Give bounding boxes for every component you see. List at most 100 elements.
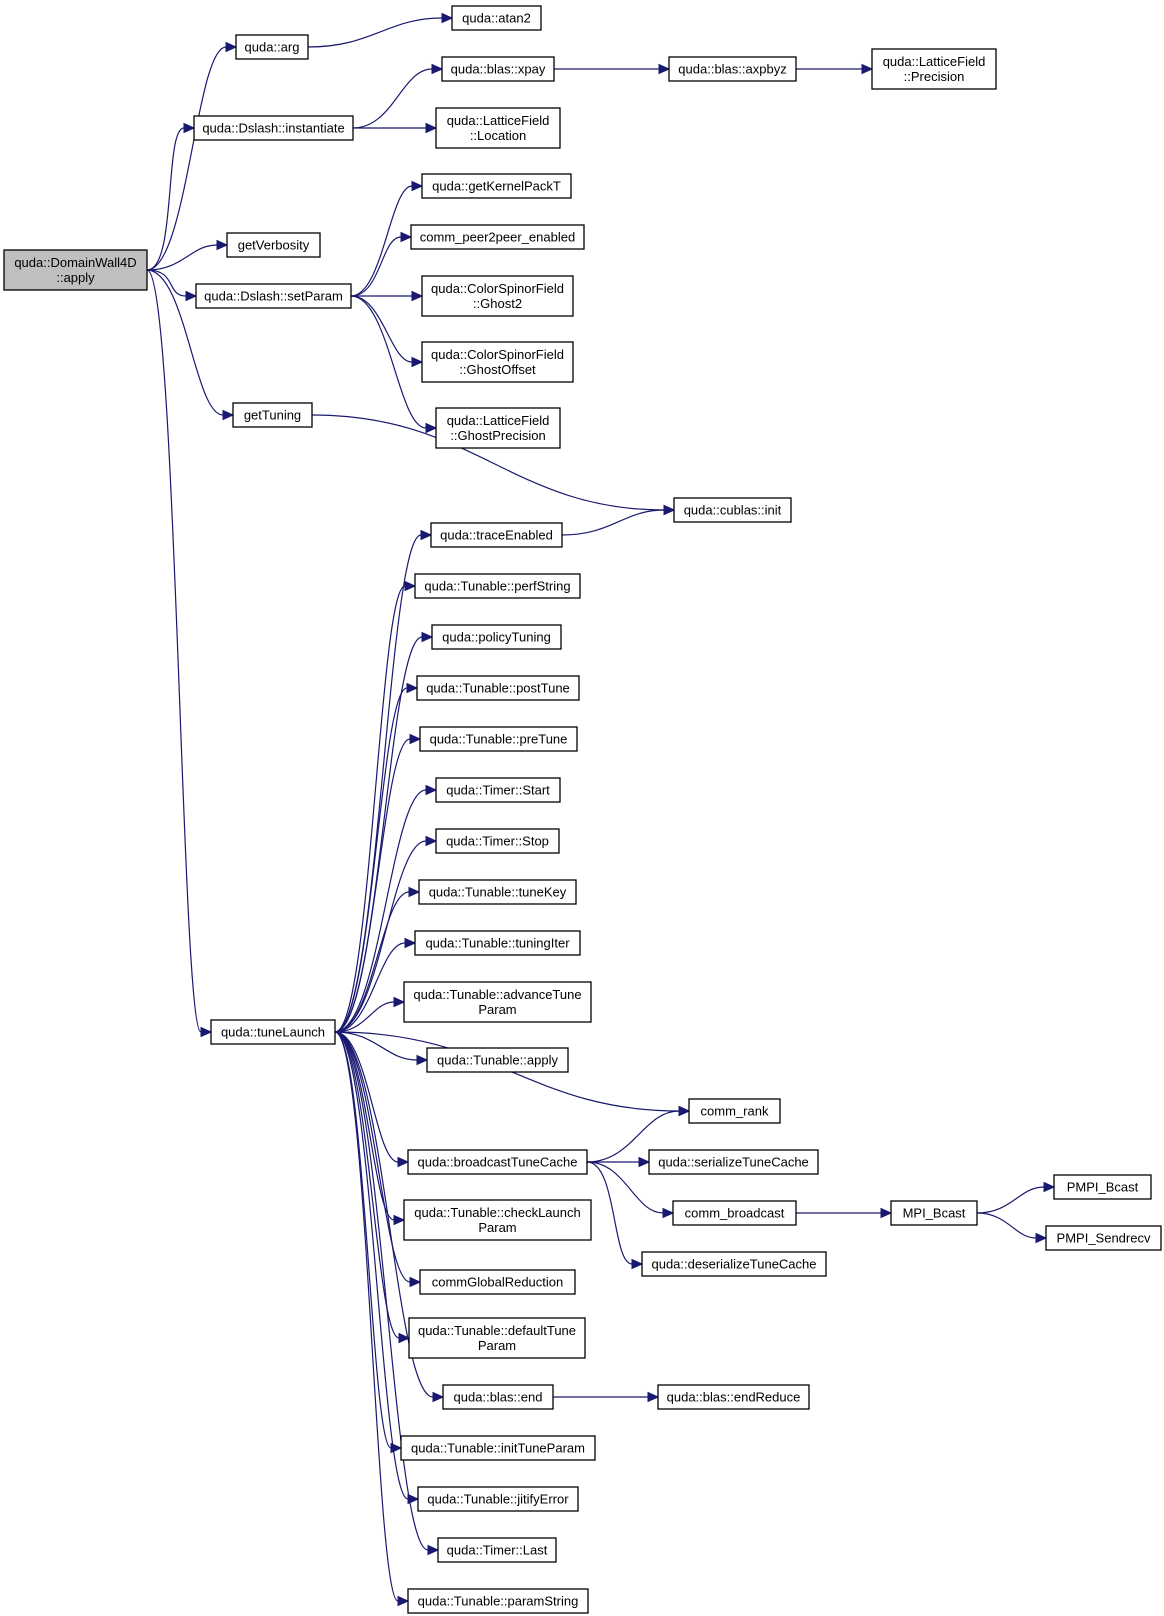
- node-box: [441, 56, 555, 82]
- node-axpbyz[interactable]: quda::blas::axpbyz: [668, 56, 797, 82]
- node-endReduce[interactable]: quda::blas::endReduce: [657, 1384, 810, 1410]
- node-setParam[interactable]: quda::Dslash::setParam: [195, 283, 352, 309]
- node-postTune[interactable]: quda::Tunable::postTune: [416, 675, 580, 701]
- node-box: [421, 173, 572, 199]
- edge-setParam-to-getKernelPackT: [350, 180, 424, 297]
- node-pmpiSendrecv[interactable]: PMPI_Sendrecv: [1045, 1225, 1162, 1251]
- edge-tuneLaunch-to-advanceTuneParam: [334, 996, 406, 1033]
- node-initTuneParam[interactable]: quda::Tunable::initTuneParam: [400, 1435, 596, 1461]
- node-tunableApply[interactable]: quda::Tunable::apply: [426, 1047, 569, 1073]
- node-getTuning[interactable]: getTuning: [232, 402, 313, 428]
- node-instantiate[interactable]: quda::Dslash::instantiate: [193, 115, 354, 141]
- edge-xpay-to-axpbyz: [554, 63, 671, 75]
- node-paramString[interactable]: quda::Tunable::paramString: [407, 1588, 589, 1614]
- edge-root-to-getTuning: [146, 269, 235, 421]
- edge-arg-to-atan2: [307, 12, 454, 48]
- edge-line: [334, 891, 410, 1033]
- node-root[interactable]: quda::DomainWall4D::apply: [3, 249, 148, 291]
- edge-axpbyz-to-precision: [796, 63, 874, 75]
- arrowhead: [409, 733, 422, 745]
- node-timerStart[interactable]: quda::Timer::Start: [435, 777, 561, 803]
- arrowhead: [425, 422, 438, 434]
- node-tuneKey[interactable]: quda::Tunable::tuneKey: [418, 879, 577, 905]
- node-box: [419, 1269, 576, 1295]
- node-box: [673, 497, 792, 523]
- edge-root-to-instantiate: [146, 122, 196, 271]
- node-p2p[interactable]: comm_peer2peer_enabled: [410, 224, 585, 250]
- node-traceEnabled[interactable]: quda::traceEnabled: [430, 522, 563, 548]
- node-timerStop[interactable]: quda::Timer::Stop: [435, 828, 560, 854]
- node-box: [648, 1149, 819, 1175]
- node-label: Param: [478, 1220, 516, 1235]
- node-label: quda::blas::axpbyz: [678, 62, 786, 77]
- node-label: ::Location: [470, 128, 526, 143]
- node-ghostOffset[interactable]: quda::ColorSpinorField::GhostOffset: [421, 341, 574, 383]
- node-ghost2[interactable]: quda::ColorSpinorField::Ghost2: [421, 275, 574, 317]
- node-label: quda::Dslash::setParam: [204, 289, 343, 304]
- node-getVerbosity[interactable]: getVerbosity: [226, 232, 321, 258]
- node-broadcastTuneCache[interactable]: quda::broadcastTuneCache: [407, 1149, 588, 1175]
- node-location[interactable]: quda::LatticeField::Location: [435, 107, 561, 149]
- edge-line: [334, 1031, 399, 1602]
- node-commBroadcast[interactable]: comm_broadcast: [672, 1200, 797, 1226]
- arrowhead: [861, 63, 874, 75]
- edge-tuneLaunch-to-tunableApply: [334, 1031, 429, 1066]
- arrowhead: [397, 1595, 410, 1607]
- node-precision[interactable]: quda::LatticeField::Precision: [871, 48, 997, 90]
- node-cublasInit[interactable]: quda::cublas::init: [673, 497, 792, 523]
- node-deserializeTuneCache[interactable]: quda::deserializeTuneCache: [641, 1251, 827, 1277]
- node-tuneLaunch[interactable]: quda::tuneLaunch: [210, 1019, 336, 1045]
- edge-tuneLaunch-to-timerLast: [334, 1031, 440, 1556]
- node-serializeTuneCache[interactable]: quda::serializeTuneCache: [648, 1149, 819, 1175]
- node-getKernelPackT[interactable]: quda::getKernelPackT: [421, 173, 572, 199]
- node-label: ::apply: [56, 270, 95, 285]
- node-box: [657, 1384, 810, 1410]
- node-label: quda::getKernelPackT: [432, 179, 561, 194]
- node-perfString[interactable]: quda::Tunable::perfString: [414, 573, 581, 599]
- node-label: quda::deserializeTuneCache: [651, 1257, 816, 1272]
- node-timerLast[interactable]: quda::Timer::Last: [437, 1537, 557, 1563]
- node-commRank[interactable]: comm_rank: [688, 1098, 781, 1124]
- node-atan2[interactable]: quda::atan2: [451, 5, 542, 31]
- edge-line: [146, 46, 227, 271]
- edge-broadcastTuneCache-to-deserializeTuneCache: [586, 1161, 644, 1270]
- node-box: [421, 275, 574, 317]
- node-jitifyError[interactable]: quda::Tunable::jitifyError: [417, 1486, 579, 1512]
- node-label: quda::Timer::Stop: [446, 834, 549, 849]
- arrowhead: [427, 1544, 440, 1556]
- node-label: quda::LatticeField: [447, 113, 550, 128]
- node-box: [430, 522, 563, 548]
- node-box: [1045, 1225, 1162, 1251]
- edge-tuneLaunch-to-perfString: [334, 580, 417, 1033]
- node-arg[interactable]: quda::arg: [235, 34, 309, 60]
- node-ghostPrecision[interactable]: quda::LatticeField::GhostPrecision: [435, 407, 561, 449]
- arrowhead: [431, 63, 444, 75]
- node-box: [672, 1200, 797, 1226]
- node-mpiBcast[interactable]: MPI_Bcast: [890, 1200, 978, 1226]
- arrowhead: [662, 1207, 675, 1219]
- arrowhead: [200, 1026, 213, 1038]
- node-commGlobalReduction[interactable]: commGlobalReduction: [419, 1269, 576, 1295]
- node-box: [431, 624, 562, 650]
- node-preTune[interactable]: quda::Tunable::preTune: [419, 726, 578, 752]
- node-policyTuning[interactable]: quda::policyTuning: [431, 624, 562, 650]
- node-box: [419, 726, 578, 752]
- node-xpay[interactable]: quda::blas::xpay: [441, 56, 555, 82]
- node-label: quda::Tunable::defaultTune: [418, 1323, 576, 1338]
- edge-line: [334, 1031, 411, 1283]
- arrowhead: [411, 356, 424, 368]
- node-pmpiBcast[interactable]: PMPI_Bcast: [1053, 1174, 1152, 1200]
- node-box: [400, 1435, 596, 1461]
- edge-line: [146, 244, 218, 271]
- edge-tuneLaunch-to-blasEnd: [334, 1031, 445, 1403]
- arrowhead: [222, 409, 235, 421]
- node-tuningIter[interactable]: quda::Tunable::tuningIter: [414, 930, 581, 956]
- node-blasEnd[interactable]: quda::blas::end: [442, 1384, 554, 1410]
- node-label: ::Ghost2: [473, 296, 522, 311]
- node-label: PMPI_Bcast: [1067, 1180, 1139, 1195]
- node-label: getVerbosity: [238, 238, 310, 253]
